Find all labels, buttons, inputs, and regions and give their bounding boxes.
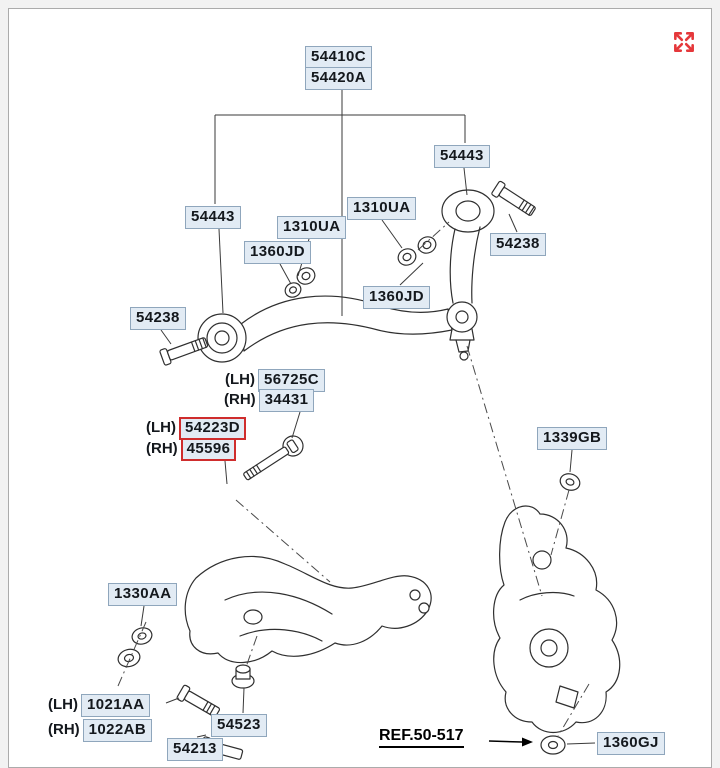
part-label-54238-left[interactable]: 54238	[130, 307, 186, 330]
part-label-54213[interactable]: 54213	[167, 738, 223, 761]
part-number-highlighted[interactable]: 45596	[180, 438, 237, 461]
part-label-54420A[interactable]: 54420A	[305, 67, 372, 90]
part-label-1360GJ[interactable]: 1360GJ	[597, 732, 665, 755]
side-prefix: (LH)	[225, 371, 255, 388]
nut-54523	[231, 664, 255, 689]
part-number[interactable]: 1021AA	[81, 694, 151, 717]
expand-icon[interactable]	[671, 29, 697, 55]
part-number[interactable]: 1360GJ	[597, 732, 665, 755]
part-label-54238-right[interactable]: 54238	[490, 233, 546, 256]
washer-1330AA-b	[117, 648, 141, 668]
part-number[interactable]: 34431	[258, 389, 315, 412]
side-prefix: (LH)	[48, 696, 78, 713]
lower-control-arm-drawing	[184, 555, 432, 664]
bolt-1021AA	[176, 684, 221, 718]
part-label-1330AA[interactable]: 1330AA	[108, 583, 178, 606]
part-number[interactable]: 1339GB	[537, 427, 608, 450]
part-label-54410C[interactable]: 54410C	[305, 46, 372, 69]
part-label-54523[interactable]: 54523	[211, 714, 267, 737]
part-label-1339GB[interactable]: 1339GB	[537, 427, 608, 450]
part-label-1022AB[interactable]: (RH) 1022AB	[48, 719, 153, 742]
part-number[interactable]: 54213	[167, 738, 223, 761]
side-prefix: (RH)	[224, 391, 256, 408]
washer-1330AA-a	[131, 627, 153, 645]
part-number[interactable]: 54238	[490, 233, 546, 256]
leader-lines	[140, 89, 596, 745]
part-label-34431[interactable]: (RH) 34431	[224, 389, 315, 412]
part-number[interactable]: 1310UA	[347, 197, 417, 220]
washer-1360JD-right	[417, 236, 437, 254]
bolt-54238-left	[159, 337, 209, 366]
part-number[interactable]: 54443	[434, 145, 490, 168]
washer-nut-drawings	[117, 236, 581, 755]
washer-1360GJ	[540, 735, 566, 755]
part-number-highlighted[interactable]: 54223D	[179, 417, 246, 440]
bolt-54238-right	[491, 180, 536, 216]
nut-1310UA-right	[397, 248, 417, 266]
part-number[interactable]: 56725C	[258, 369, 325, 392]
upper-control-arm-drawing	[197, 189, 495, 363]
part-number[interactable]: 54443	[185, 206, 241, 229]
part-label-54443-left[interactable]: 54443	[185, 206, 241, 229]
part-label-1310UA-left[interactable]: 1310UA	[277, 216, 347, 239]
steering-knuckle-drawing	[493, 505, 621, 734]
part-label-45596-highlighted[interactable]: (RH) 45596	[146, 438, 237, 461]
part-label-1360JD-mid[interactable]: 1360JD	[363, 286, 430, 309]
part-number[interactable]: 1360JD	[363, 286, 430, 309]
part-label-1310UA-right[interactable]: 1310UA	[347, 197, 417, 220]
part-number[interactable]: 1360JD	[244, 241, 311, 264]
part-number[interactable]: 54238	[130, 307, 186, 330]
part-label-1360JD-left[interactable]: 1360JD	[244, 241, 311, 264]
part-number[interactable]: 54420A	[305, 67, 372, 90]
side-prefix: (RH)	[48, 721, 80, 738]
part-number[interactable]: 54410C	[305, 46, 372, 69]
reference-link[interactable]: REF.50-517	[379, 727, 464, 748]
part-label-56725C[interactable]: (LH) 56725C	[225, 369, 325, 392]
part-number[interactable]: 1022AB	[82, 719, 153, 742]
nut-1310UA-left	[296, 267, 316, 285]
ref-arrow	[488, 737, 533, 747]
part-label-54443-right[interactable]: 54443	[434, 145, 490, 168]
side-prefix: (RH)	[146, 440, 178, 457]
part-number[interactable]: 1330AA	[108, 583, 178, 606]
part-label-1021AA[interactable]: (LH) 1021AA	[48, 694, 151, 717]
part-number[interactable]: 54523	[211, 714, 267, 737]
part-number[interactable]: 1310UA	[277, 216, 347, 239]
washer-1360JD-left	[284, 282, 302, 298]
nut-1339GB	[559, 473, 581, 491]
part-label-54223D-highlighted[interactable]: (LH) 54223D	[146, 417, 246, 440]
side-prefix: (LH)	[146, 419, 176, 436]
cam-bolt-54223D	[243, 435, 304, 481]
center-axis-lines	[117, 221, 590, 737]
